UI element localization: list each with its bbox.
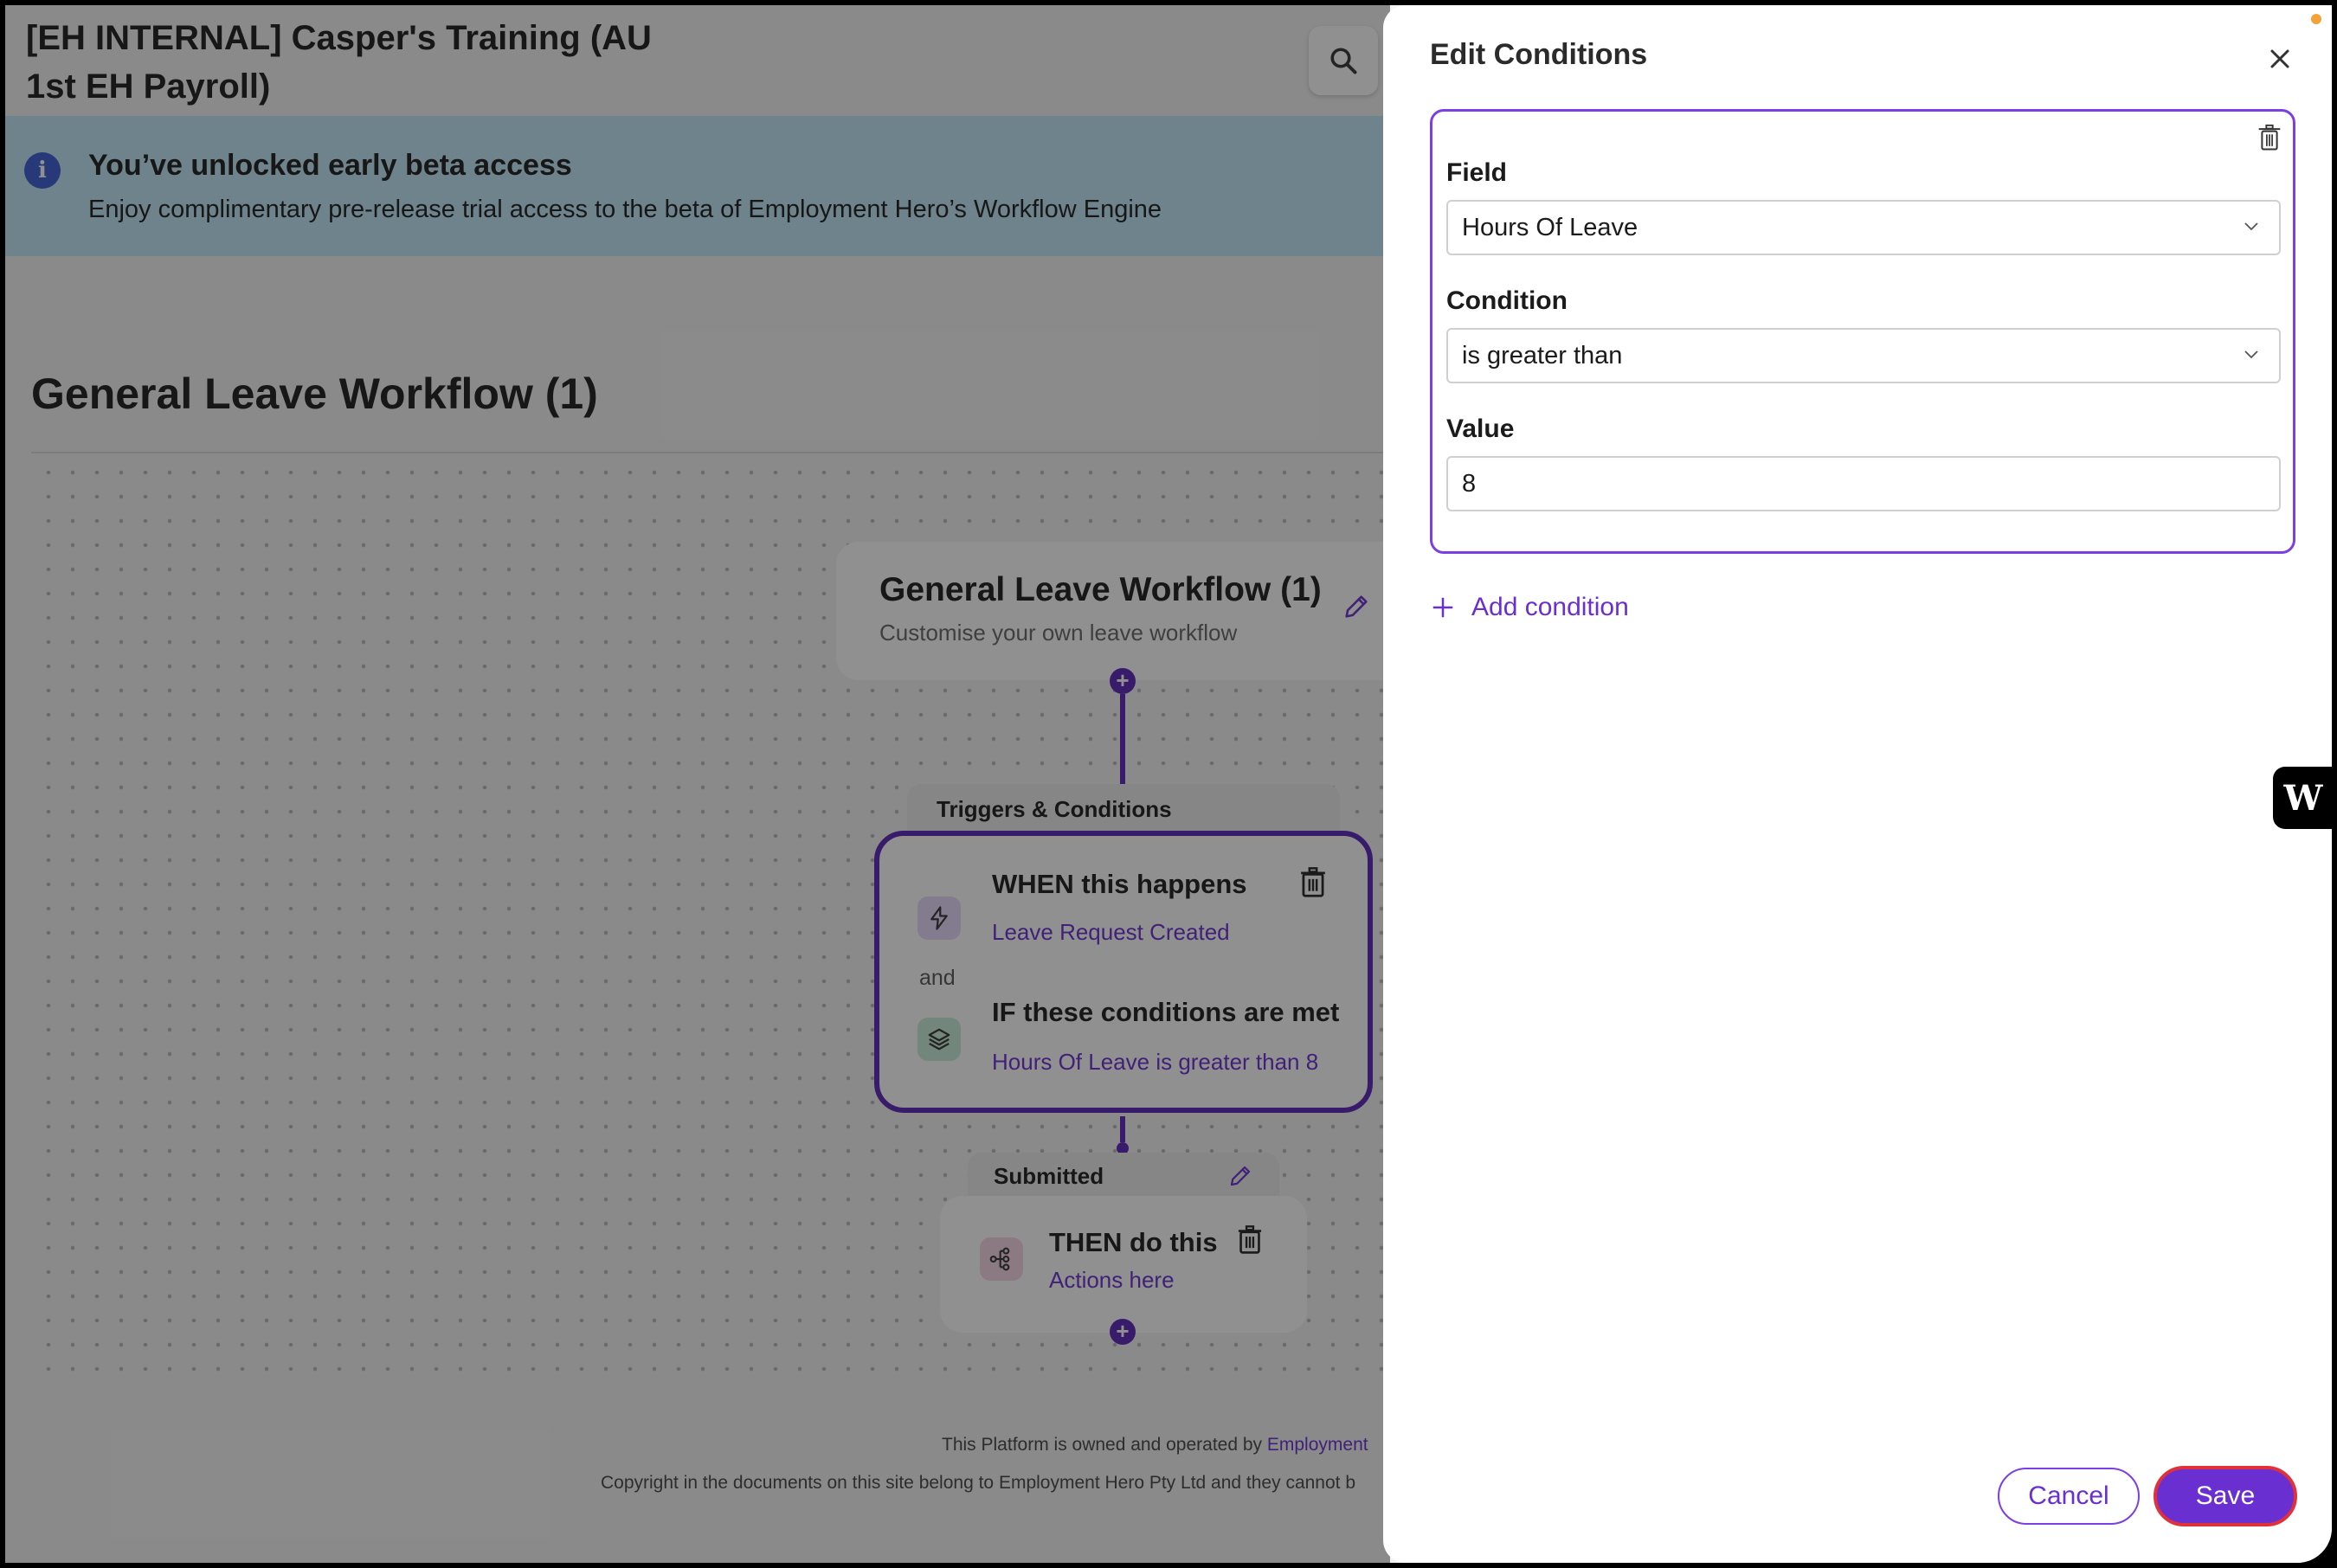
then-heading: THEN do this	[1049, 1227, 1218, 1257]
chevron-down-icon	[2244, 222, 2258, 231]
value-input[interactable]: 8	[1446, 456, 2281, 511]
layers-icon	[917, 1018, 961, 1061]
when-heading: WHEN this happens	[992, 869, 1247, 899]
if-value[interactable]: Hours Of Leave is greater than 8	[992, 1049, 1319, 1075]
workflow-node[interactable]: General Leave Workflow (1) Customise you…	[836, 542, 1407, 680]
then-value[interactable]: Actions here	[1049, 1267, 1175, 1293]
beta-banner-text: Enjoy complimentary pre-release trial ac…	[88, 196, 1162, 223]
workflow-node-title: General Leave Workflow (1)	[879, 571, 1322, 608]
drawer-title: Edit Conditions	[1430, 38, 1648, 71]
beta-banner: i You’ve unlocked early beta access Enjo…	[5, 116, 1390, 256]
footer-copyright: Copyright in the documents on this site …	[601, 1473, 1356, 1493]
when-value[interactable]: Leave Request Created	[992, 919, 1230, 945]
lightning-icon	[917, 896, 961, 940]
condition-select-value: is greater than	[1462, 342, 1623, 370]
and-label: and	[919, 966, 956, 990]
workflow-logo-icon: W	[2283, 777, 2323, 819]
footer-link[interactable]: Employment	[1266, 1435, 1368, 1455]
add-condition-label: Add condition	[1471, 593, 1629, 621]
info-icon: i	[24, 152, 61, 189]
page-header: [EH INTERNAL] Casper's Training (AU 1st …	[5, 5, 1390, 116]
page-title: General Leave Workflow (1)	[31, 370, 598, 418]
submitted-label: Submitted	[994, 1163, 1104, 1189]
field-select-value: Hours Of Leave	[1462, 214, 1638, 241]
trash-icon[interactable]	[1298, 867, 1328, 898]
edit-pencil-icon[interactable]	[1342, 592, 1371, 621]
cancel-button[interactable]: Cancel	[1998, 1468, 2140, 1525]
then-card[interactable]: THEN do this Actions here	[940, 1196, 1307, 1333]
edit-conditions-drawer: Edit Conditions Field Hours Of Leave	[1383, 5, 2332, 1563]
field-label: Field	[1446, 158, 1508, 187]
connector-line	[1120, 694, 1125, 789]
connector-line	[1120, 1116, 1125, 1142]
value-input-text: 8	[1462, 470, 1477, 498]
trash-icon[interactable]	[2257, 124, 2282, 151]
field-select[interactable]: Hours Of Leave	[1446, 200, 2281, 255]
condition-group: Field Hours Of Leave Condition is greate…	[1430, 109, 2295, 554]
triggers-conditions-card[interactable]: WHEN this happens Leave Request Created …	[874, 831, 1373, 1113]
save-button[interactable]: Save	[2154, 1466, 2297, 1526]
close-icon[interactable]	[2264, 43, 2295, 74]
add-step-button[interactable]: +	[1110, 1319, 1136, 1345]
condition-select[interactable]: is greater than	[1446, 328, 2281, 383]
value-label: Value	[1446, 414, 1515, 443]
edit-pencil-icon[interactable]	[1227, 1163, 1253, 1189]
triggers-conditions-label: Triggers & Conditions	[937, 796, 1172, 822]
org-title: [EH INTERNAL] Casper's Training (AU 1st …	[26, 19, 652, 106]
workflow-node-subtitle: Customise your own leave workflow	[879, 620, 1238, 646]
beta-banner-title: You’ve unlocked early beta access	[88, 149, 572, 182]
branch-icon	[980, 1237, 1023, 1281]
add-condition-button[interactable]: Add condition	[1430, 588, 1629, 627]
trash-icon[interactable]	[1236, 1225, 1264, 1255]
notification-dot	[2311, 14, 2321, 24]
connector-dot	[1117, 1142, 1129, 1154]
plus-icon	[1432, 597, 1453, 618]
submitted-tab: Submitted	[968, 1153, 1279, 1201]
triggers-conditions-tab: Triggers & Conditions	[907, 784, 1340, 836]
if-heading: IF these conditions are met	[992, 997, 1340, 1027]
chevron-down-icon	[2244, 350, 2258, 359]
condition-label: Condition	[1446, 286, 1568, 315]
side-widget-tab[interactable]: W	[2273, 767, 2332, 829]
search-button[interactable]	[1309, 26, 1378, 95]
divider	[31, 452, 1390, 453]
app-frame: [EH INTERNAL] Casper's Training (AU 1st …	[5, 5, 2332, 1563]
modal-backdrop[interactable]	[5, 5, 1390, 1563]
footer-ownership: This Platform is owned and operated by E…	[942, 1435, 1368, 1455]
search-icon	[1330, 48, 1357, 74]
add-step-button[interactable]: +	[1110, 668, 1136, 694]
